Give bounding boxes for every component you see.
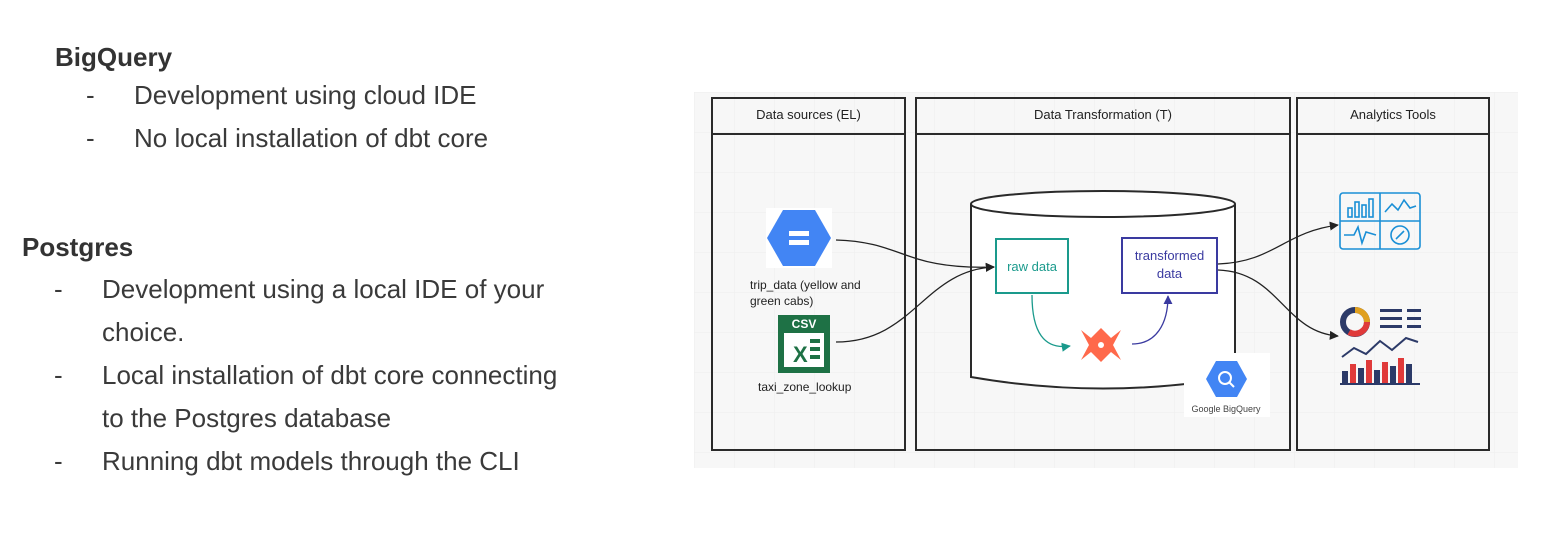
bullet-item: - No local installation of dbt core <box>86 117 586 160</box>
report-donut-slice <box>1347 321 1370 337</box>
bullet-item: - Development using cloud IDE <box>86 74 586 117</box>
dashboard-icon <box>1339 192 1421 250</box>
report-baseline <box>1340 383 1420 385</box>
dashboard-bar <box>1347 207 1353 218</box>
csv-cell <box>810 355 820 359</box>
csv-cell <box>810 347 820 351</box>
raw-data-label: raw data <box>1007 259 1058 274</box>
arrow-dbt-to-transformed <box>1131 295 1173 345</box>
dashboard-bar <box>1368 198 1374 218</box>
cylinder-top <box>970 190 1236 218</box>
bullet-item: - Local installation of dbt core connect… <box>54 354 674 440</box>
postgres-heading: Postgres <box>22 232 134 262</box>
bullet-text: Development using cloud IDE <box>134 80 477 110</box>
report-line-item <box>1380 309 1402 312</box>
column-frame <box>915 97 1291 451</box>
dashboard-bar <box>1354 201 1360 218</box>
arrow-transformed-to-dashboard <box>1217 221 1339 265</box>
bullet-dash: - <box>54 360 63 390</box>
bullet-text: Running dbt models through the CLI <box>102 446 520 476</box>
report-bar <box>1350 364 1356 383</box>
dashboard-pulse-chart <box>1344 224 1377 246</box>
report-bar <box>1366 360 1372 383</box>
report-bar <box>1406 364 1412 383</box>
bullet-dash: - <box>54 274 63 304</box>
column-title: Data Transformation (T) <box>1034 107 1172 122</box>
bullet-item: - Development using a local IDE of your … <box>54 268 674 354</box>
taxi-zone-label: taxi_zone_lookup <box>758 380 852 394</box>
trip-data-label: trip_data (yellow and <box>750 278 861 292</box>
raw-data-frame <box>995 238 1069 294</box>
report-line-item <box>1407 309 1421 312</box>
transformed-data-box: transformed data <box>1121 237 1218 294</box>
bigquery-magnifier <box>1218 371 1232 385</box>
bullet-text-continued: choice. <box>102 317 185 347</box>
column-frame <box>1296 97 1490 451</box>
transformed-data-frame <box>1121 237 1218 294</box>
report-bar <box>1390 366 1396 383</box>
report-line-item <box>1380 317 1402 320</box>
bullet-dash: - <box>86 123 95 153</box>
report-donut-slice <box>1354 307 1370 323</box>
dashboard-gauge <box>1390 225 1410 245</box>
bigquery-icon <box>1206 361 1247 397</box>
dashboard-bar <box>1361 204 1367 218</box>
report-bar <box>1342 371 1348 383</box>
dbt-logo <box>1071 315 1131 375</box>
transformed-data-label-line2: data <box>1157 266 1183 281</box>
report-bar <box>1382 362 1388 383</box>
arrow-raw-to-dbt <box>1031 294 1071 352</box>
bigquery-magnifier-handle <box>1228 381 1235 388</box>
csv-x-glyph: X <box>793 342 808 367</box>
report-bar <box>1358 368 1364 383</box>
bullet-text: Development using a local IDE of your <box>102 274 545 304</box>
bigquery-logo-label: Google BigQuery <box>1191 404 1261 414</box>
column-data-transformation: Data Transformation (T) <box>915 97 1291 451</box>
trip-data-source: trip_data (yellow and green cabs) <box>750 208 861 308</box>
report-bar <box>1398 358 1404 383</box>
column-title: Analytics Tools <box>1350 107 1436 122</box>
bullet-dash: - <box>86 80 95 110</box>
csv-cell <box>810 339 820 343</box>
gcs-storage-icon <box>767 210 831 266</box>
dashboard-line-chart <box>1384 198 1417 213</box>
dbt-center-dot <box>1098 342 1104 348</box>
bullet-dash: - <box>54 446 63 476</box>
architecture-diagram: Data sources (EL) Data Transformation (T… <box>694 92 1518 468</box>
gcs-storage-bar <box>789 231 809 236</box>
column-title: Data sources (EL) <box>756 107 861 122</box>
bullet-text: No local installation of dbt core <box>134 123 489 153</box>
arrow-transformed-to-report <box>1217 269 1339 340</box>
raw-data-box: raw data <box>995 238 1069 294</box>
column-frame <box>711 97 906 451</box>
report-line-item <box>1380 325 1402 328</box>
bigquery-logo: Google BigQuery <box>1184 353 1270 417</box>
column-data-sources: Data sources (EL) <box>711 97 906 451</box>
bullet-item: - Running dbt models through the CLI <box>54 440 674 483</box>
column-analytics-tools: Analytics Tools <box>1296 97 1490 451</box>
report-trend-line <box>1341 336 1419 358</box>
transformed-data-label: transformed <box>1135 248 1204 263</box>
dashboard-gauge-needle <box>1395 230 1405 240</box>
report-bar <box>1374 370 1380 383</box>
arrow-csv-to-raw <box>835 262 995 343</box>
report-line-item <box>1407 317 1421 320</box>
gcs-storage-bar <box>789 240 809 245</box>
trip-data-label-line2: green cabs) <box>750 294 813 308</box>
bullet-text-continued: to the Postgres database <box>102 403 392 433</box>
bigquery-heading: BigQuery <box>55 42 173 72</box>
report-line-item <box>1407 325 1421 328</box>
csv-badge-text: CSV <box>792 317 817 331</box>
bullet-text: Local installation of dbt core connectin… <box>102 360 558 390</box>
taxi-zone-source: CSV X taxi_zone_lookup <box>758 315 852 394</box>
report-icon <box>1340 307 1421 385</box>
arrow-trip-to-raw <box>835 239 995 272</box>
